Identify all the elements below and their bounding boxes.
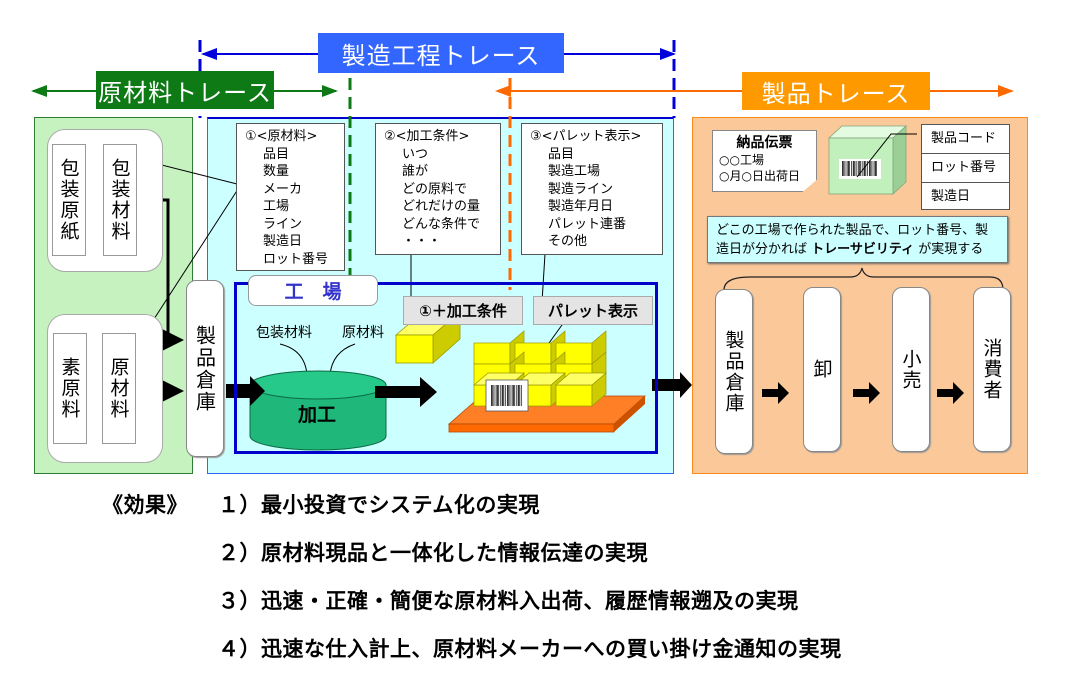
note-title: ①<原材料> — [245, 129, 318, 144]
note-item: いつ — [402, 146, 429, 162]
barcode-icon — [491, 385, 523, 406]
barcode-icon — [842, 161, 877, 176]
note-item: ロット番号 — [263, 251, 329, 267]
arrow-warehouse-to-factory — [226, 376, 265, 406]
effect-item: ４）迅速な仕入計上、原材料メーカーへの買い掛け金通知の実現 — [218, 637, 842, 661]
arrow-process-to-pallet — [375, 377, 437, 407]
note-item: 製造工場 — [548, 164, 601, 179]
note-title: ②<加工条件> — [384, 129, 470, 144]
arrow-chain-1 — [762, 382, 789, 404]
raw-source: 素原料 — [53, 333, 87, 444]
warehouse-left: 製品倉庫 — [186, 280, 224, 457]
factory-box — [234, 282, 658, 454]
process-cylinder — [249, 370, 387, 451]
factory-title-text: 工 場 — [284, 281, 342, 303]
message-suffix: が実現する — [914, 242, 984, 257]
note-item: どの原料で — [402, 181, 468, 197]
slip-line: ○○工場 — [719, 153, 764, 167]
factory-title: 工 場 — [248, 275, 378, 306]
effect-item: ３）迅速・正確・簡便な原材料入出荷、履歴情報遡及の実現 — [218, 589, 799, 613]
chain-brace — [723, 267, 1004, 291]
manufacturing-trace-header: 製造工程トレース — [318, 33, 564, 73]
note-item: 製造日 — [263, 234, 303, 249]
note-item: 製造年月日 — [548, 199, 614, 214]
raw-material: 原材料 — [102, 333, 136, 444]
note-item: メーカ — [263, 181, 303, 197]
input-packaging-label: 包装材料 — [256, 325, 312, 341]
packaging-material: 包装材料 — [103, 144, 137, 256]
process-label: 加工 — [298, 404, 337, 426]
message-bold: トレーサビリティ — [811, 242, 915, 257]
arrow-chain-3 — [937, 382, 964, 404]
chain-warehouse: 製品倉庫 — [715, 289, 753, 454]
pallet-box — [555, 372, 607, 407]
note-item: パレット連番 — [548, 216, 627, 232]
leader-cube-to-table — [856, 133, 917, 178]
note-item: 品目 — [263, 146, 290, 162]
effect-item: ２）原材料現品と一体化した情報伝達の実現 — [218, 541, 648, 565]
pallet-display-label: パレット表示 — [533, 296, 653, 325]
raw-material-trace-header: 原材料トレース — [96, 71, 274, 109]
product-cube — [827, 125, 908, 195]
message-text: どこの工場で作られた製品で、ロット番号、製造日が分かれば — [716, 223, 989, 257]
note-item: 製造ライン — [548, 181, 614, 197]
product-code-table: 製品コード ロット番号 製造日 — [921, 124, 1010, 210]
delivery-slip: 納品伝票 ○○工場 ○月○日出荷日 — [712, 130, 817, 192]
slip-line: ○月○日出荷日 — [719, 169, 800, 183]
note-item: 誰が — [402, 164, 429, 179]
code-cell: ロット番号 — [922, 154, 1009, 183]
product-trace-header: 製品トレース — [742, 72, 930, 110]
conditions-label: ①＋加工条件 — [403, 296, 523, 325]
note-item: ライン — [263, 216, 303, 232]
note-item: 数量 — [263, 164, 290, 179]
arrow-chain-2 — [853, 382, 880, 404]
note-process-conditions: ②<加工条件> いつ 誰が どの原料で どれだけの量 どんな条件で ・・・ — [375, 123, 501, 255]
note-pallet-display: ③<パレット表示> 品目 製造工場 製造ライン 製造年月日 パレット連番 その他 — [521, 123, 663, 255]
effect-item: １）最小投資でシステム化の実現 — [218, 493, 540, 517]
note-item: 品目 — [548, 146, 575, 162]
arrow-factory-to-product — [652, 372, 692, 398]
chain-consumer: 消費者 — [973, 287, 1011, 452]
input-raw-label: 原材料 — [342, 325, 384, 341]
note-item: その他 — [548, 234, 588, 249]
chain-wholesaler: 卸 — [803, 287, 841, 452]
note-item: 工場 — [263, 199, 290, 214]
effects-heading: 《効果》 — [102, 493, 188, 517]
note-item: どれだけの量 — [402, 199, 481, 214]
leader-note3 — [541, 253, 546, 303]
note-item: どんな条件で — [402, 216, 481, 232]
pallet-barcode-label — [485, 379, 529, 412]
slip-title: 納品伝票 — [736, 135, 793, 151]
chain-retailer: 小売 — [892, 287, 930, 452]
note-raw-material: ①<原材料> 品目 数量 メーカ 工場 ライン 製造日 ロット番号 — [236, 123, 345, 271]
note-item: ・・・ — [402, 234, 442, 249]
note-title: ③<パレット表示> — [530, 129, 642, 144]
code-cell: 製造日 — [931, 189, 971, 204]
packaging-paper: 包装原紙 — [52, 144, 86, 256]
code-cell: 製品コード — [922, 125, 1009, 154]
traceability-message: どこの工場で作られた製品で、ロット番号、製造日が分かれば トレーサビリティ が実… — [707, 216, 1008, 263]
